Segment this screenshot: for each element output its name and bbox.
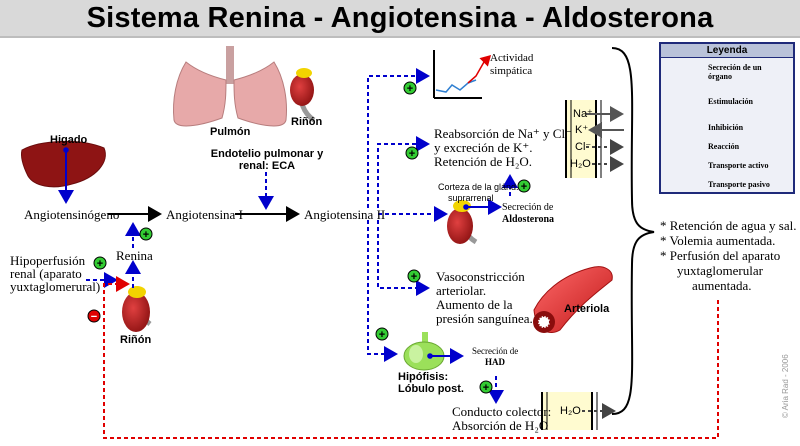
collecting-duct-box	[541, 392, 616, 430]
plus-symbol: +	[479, 380, 493, 394]
svg-text:+: +	[521, 181, 527, 193]
plus-symbol: +	[405, 146, 419, 160]
pituitary-icon	[403, 332, 445, 371]
cortex-label-1: Corteza de la glánd.	[438, 182, 519, 192]
legend-item-stimulation: Estimulación	[708, 97, 753, 106]
had-label-1: Secreción de	[472, 346, 519, 356]
svg-text:+: +	[483, 382, 489, 394]
sympathetic-label-1: Actividad	[490, 52, 534, 64]
outcome-3: * Perfusión del aparato	[660, 248, 781, 263]
outcome-4: yuxtaglomerular	[677, 263, 763, 278]
aldosterone-label-1: Secreción de	[502, 202, 554, 213]
lung-icon	[173, 46, 287, 127]
svg-text:+: +	[143, 229, 149, 241]
legend-item-secretion-2: órgano	[708, 72, 732, 81]
svg-text:+: +	[409, 148, 415, 160]
outcome-brace	[611, 47, 655, 415]
had-label-2: HAD	[485, 357, 505, 367]
angiotensin-2-node: Angiotensina II	[304, 207, 386, 222]
copyright-text: © Aria Rad - 2006	[781, 354, 790, 418]
outcome-2: * Volemia aumentada.	[660, 233, 776, 248]
hypoperfusion-label-1: Hipoperfusión	[10, 253, 86, 268]
legend-title: Leyenda	[661, 44, 793, 58]
collecting-duct-label-1: Conducto colector:	[452, 404, 552, 419]
liver-icon	[21, 141, 106, 188]
plus-symbol: +	[403, 81, 417, 95]
legend-item-active-transport: Transporte activo	[708, 161, 769, 170]
endothelium-label-2: renal: ECA	[238, 160, 296, 172]
pituitary-label-1: Hipófisis:	[398, 371, 449, 383]
minus-symbol: −	[87, 309, 101, 323]
legend-item-passive-transport: Transporte pasivo	[708, 180, 770, 189]
outcome-5: aumentada.	[692, 278, 752, 293]
lung-label: Pulmón	[210, 126, 251, 138]
plus-symbol: +	[93, 256, 107, 270]
aldosterone-label-2: Aldosterona	[502, 214, 555, 225]
pituitary-label-2: Lóbulo post.	[398, 383, 464, 395]
svg-text:+: +	[379, 329, 385, 341]
reabsorption-label-2: y excreción de K⁺.	[434, 140, 533, 155]
kidney-icon-top	[290, 68, 316, 123]
diagram-title: Sistema Renina - Angiotensina - Aldoster…	[86, 2, 714, 34]
ion-k: K⁺	[575, 124, 589, 136]
angiotensinogen-node: Angiotensinógeno	[24, 207, 120, 222]
hypoperfusion-label-3: yuxtaglomerural)	[10, 279, 101, 294]
reabsorption-label-3: Retención de H₂O.	[434, 154, 533, 169]
renin-node: Renina	[116, 248, 153, 263]
ion-na: Na⁺	[573, 108, 593, 120]
plus-symbol: +	[517, 179, 531, 193]
plus-symbol: +	[139, 227, 153, 241]
vasoconstriction-label-3: Aumento de la	[436, 297, 513, 312]
legend-box: Leyenda	[659, 42, 795, 194]
title-bar	[0, 0, 800, 38]
kidney-label-left: Riñón	[120, 334, 152, 346]
kidney-icon-left	[122, 286, 152, 332]
vasoconstriction-label-4: presión sanguínea.	[436, 311, 533, 326]
svg-text:−: −	[91, 311, 97, 323]
arteriole-icon	[533, 266, 613, 333]
ion-water: H₂O	[570, 158, 591, 170]
svg-text:+: +	[411, 271, 417, 283]
sympathetic-label-2: simpática	[490, 65, 533, 77]
plus-symbol: +	[407, 269, 421, 283]
vasoconstriction-label-1: Vasoconstricción	[436, 269, 525, 284]
arteriole-label: Arteriola	[564, 303, 610, 315]
inhibition-feedback-arrow	[103, 276, 719, 439]
vasoconstriction-label-2: arteriolar.	[436, 283, 487, 298]
collecting-duct-label-2: Absorción de H₂O	[452, 418, 549, 433]
kidney-label-top: Riñón	[291, 116, 323, 128]
cortex-label-2: suprarrenal	[448, 193, 494, 203]
legend-item-secretion-1: Secreción de un	[708, 63, 762, 72]
duct-water: H₂O	[560, 405, 581, 417]
svg-text:+: +	[407, 83, 413, 95]
hypoperfusion-label-2: renal (aparato	[10, 266, 82, 281]
liver-label: Higado	[50, 134, 88, 146]
reabsorption-label-1: Reabsorción de Na⁺ y Cl⁻	[434, 126, 572, 141]
ion-cl: Cl⁻	[575, 141, 592, 153]
tubule-transport-box	[565, 100, 624, 178]
sympathetic-activity-graph	[433, 50, 492, 99]
angiotensin-1-node: Angiotensina I	[166, 207, 243, 222]
outcome-1: * Retención de agua y sal.	[660, 218, 797, 233]
plus-symbol: +	[375, 327, 389, 341]
endothelium-label-1: Endotelio pulmonar y	[210, 148, 324, 160]
legend-item-inhibition: Inhibición	[708, 123, 744, 132]
legend-item-reaction: Reacción	[708, 142, 740, 151]
svg-text:+: +	[97, 258, 103, 270]
